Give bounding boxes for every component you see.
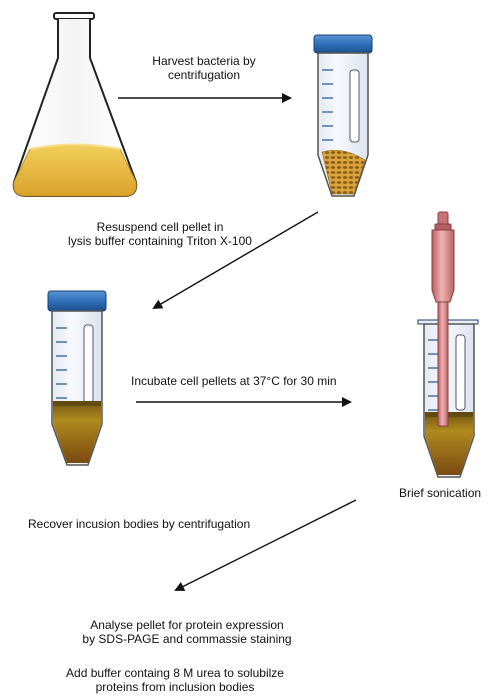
process-arrows — [118, 93, 357, 591]
erlenmeyer-flask-icon — [12, 12, 138, 197]
step-harvest-label: Harvest bacteria by centrifugation — [118, 54, 290, 82]
step-urea-line2: proteins from inclusion bodies — [95, 680, 255, 694]
centrifuge-tube-icon — [417, 319, 479, 478]
step-analyse-line1: Analyse pellet for protein expression — [90, 618, 284, 632]
arrow-resuspend — [152, 211, 319, 310]
step-urea-line1: Add buffer containg 8 M urea to solubilz… — [66, 666, 284, 680]
step-harvest-line1: Harvest bacteria by — [152, 54, 256, 68]
step-analyse-line2: by SDS-PAGE and commassie staining — [82, 632, 292, 646]
step-urea-label: Add buffer containg 8 M urea to solubilz… — [30, 666, 320, 694]
step-incubate-label: Incubate cell pellets at 37°C for 30 min — [131, 374, 337, 388]
sonicator-probe-icon — [431, 211, 455, 427]
step-sonication-label: Brief sonication — [399, 486, 482, 500]
centrifuge-tube-icon — [47, 290, 107, 466]
step-harvest-line2: centrifugation — [167, 68, 241, 82]
step-analyse-label: Analyse pellet for protein expression by… — [52, 618, 322, 646]
step-recover-label: Recover incusion bodies by centrifugatio… — [28, 517, 251, 531]
centrifuge-tube-icon — [313, 34, 373, 197]
step-resuspend-line1: Resuspend cell pellet in — [96, 220, 224, 234]
step-resuspend-label: Resuspend cell pellet in lysis buffer co… — [40, 220, 280, 248]
arrow-recover — [174, 499, 357, 591]
step-resuspend-line2: lysis buffer containing Triton X-100 — [68, 234, 252, 248]
